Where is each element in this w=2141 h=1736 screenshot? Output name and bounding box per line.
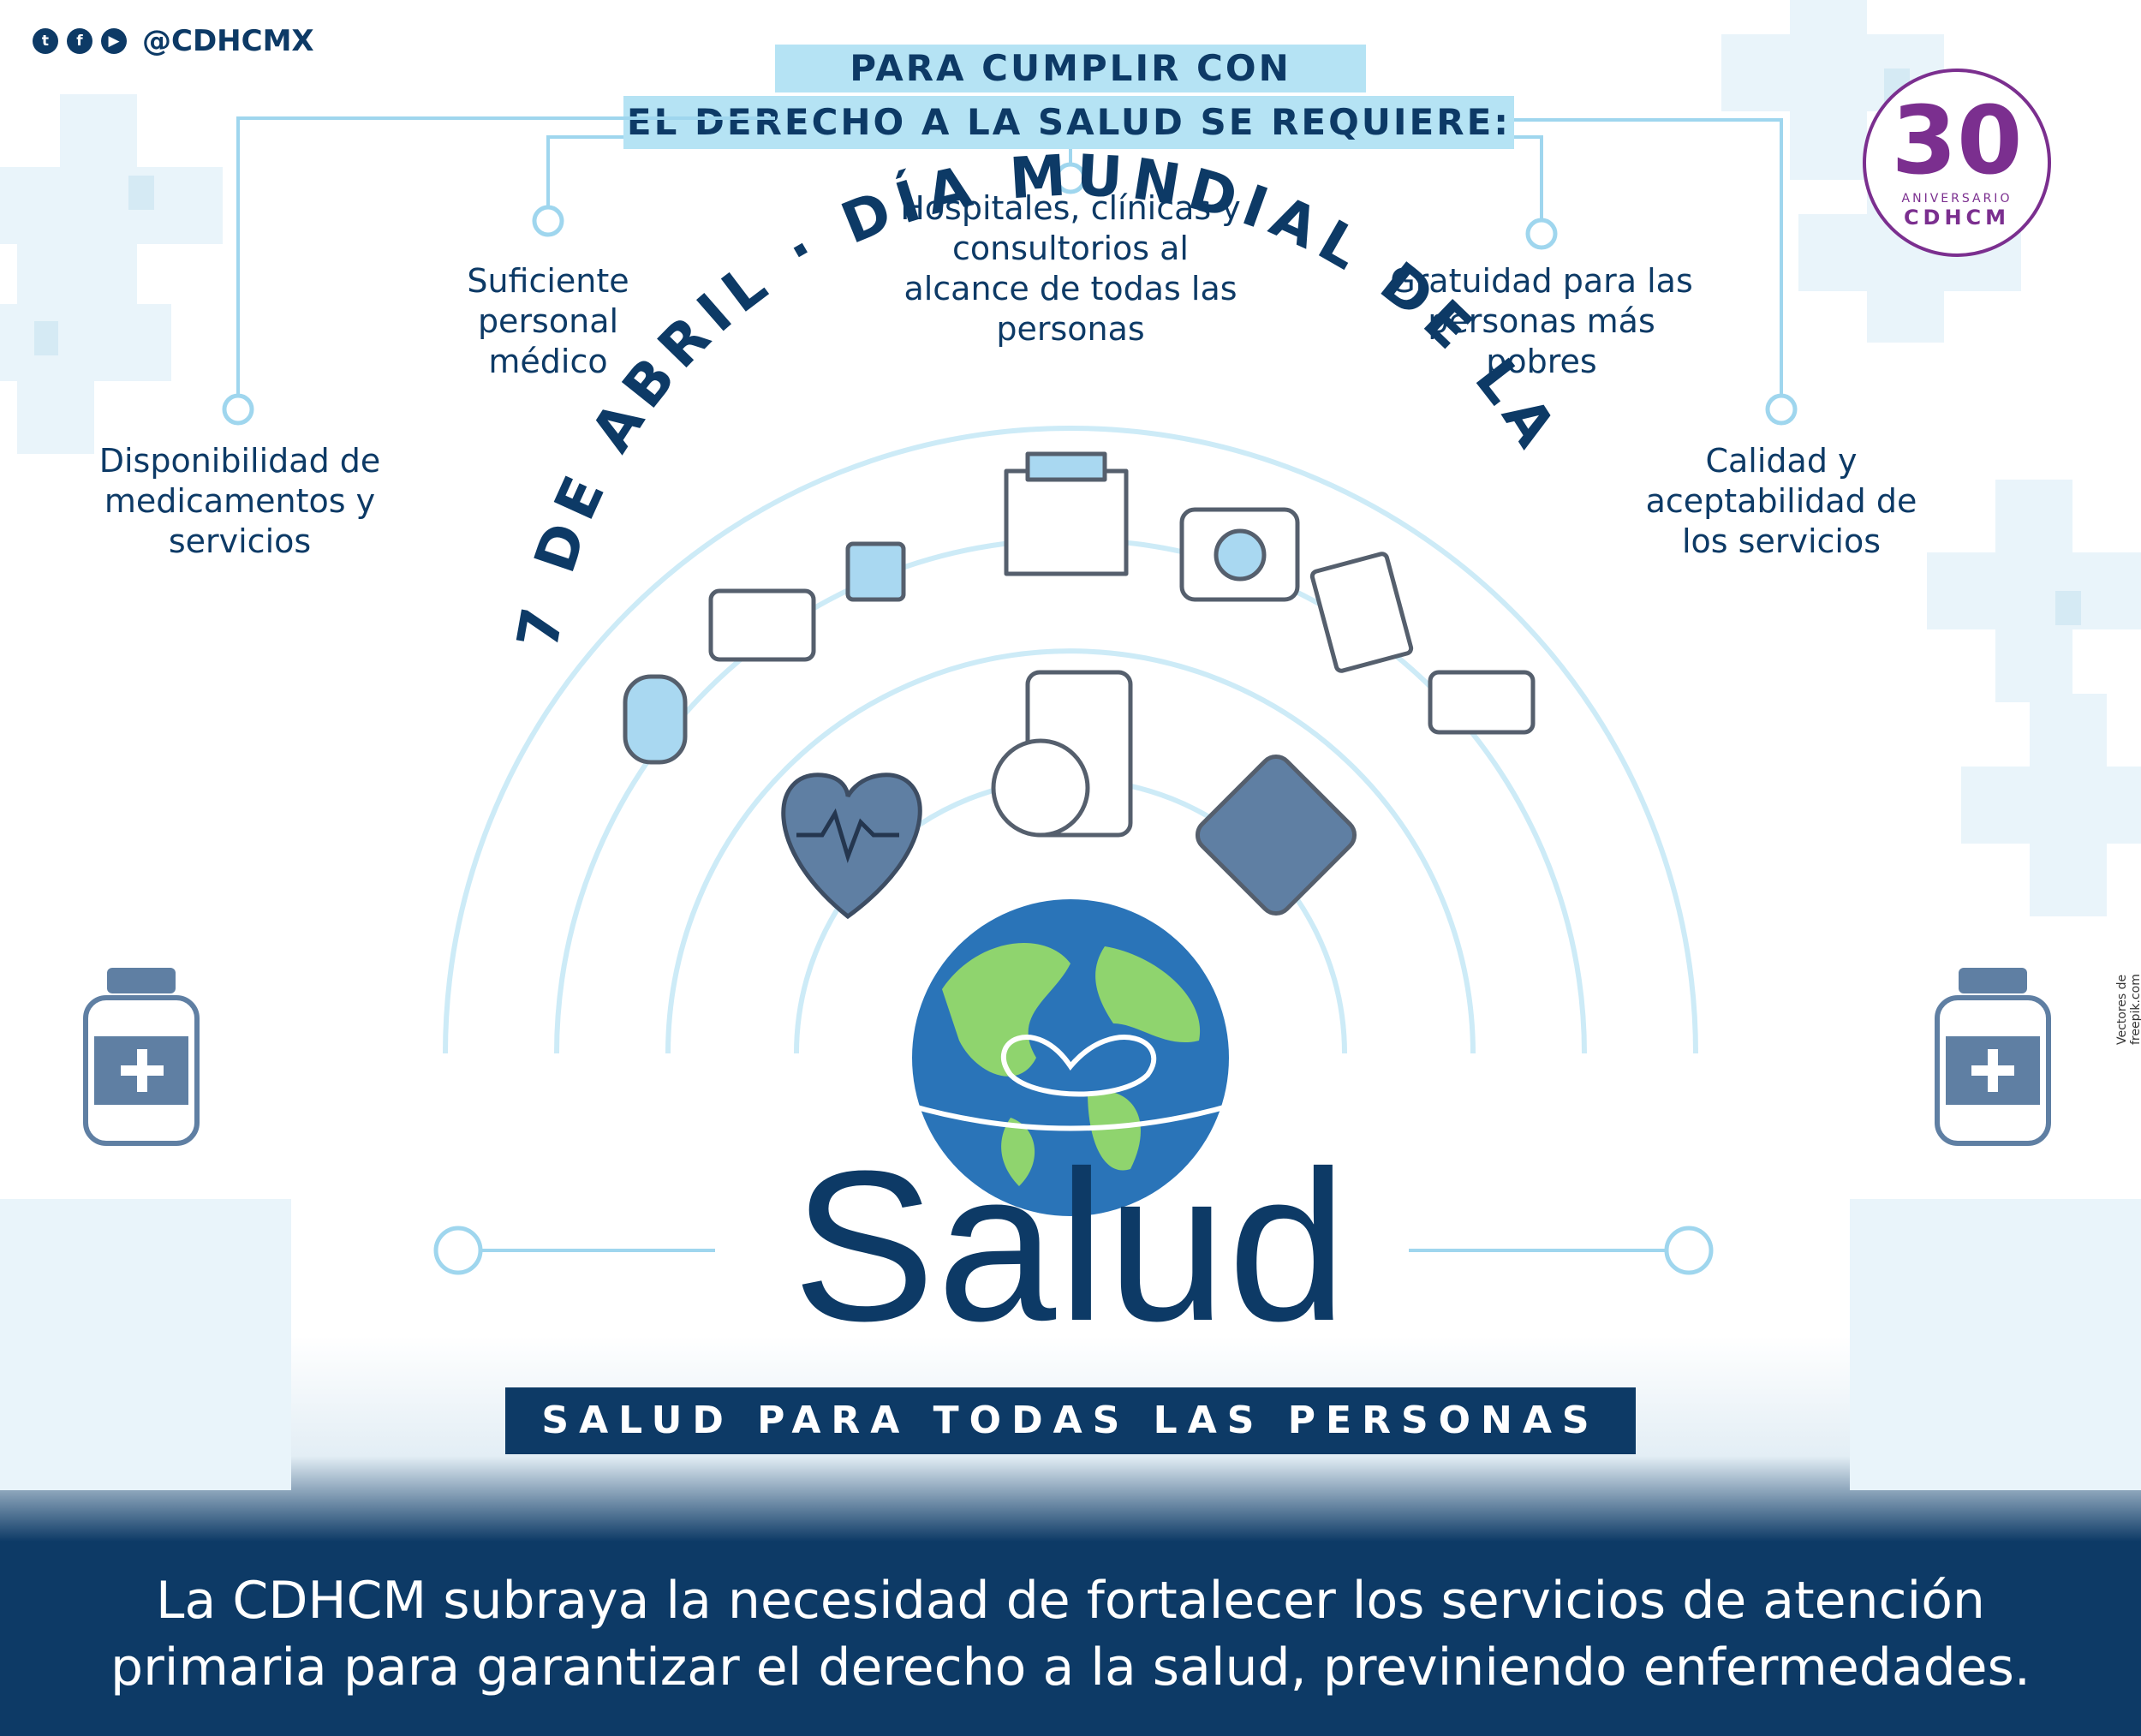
globe-icon <box>908 899 1233 1216</box>
salud-heading: Salud <box>792 1126 1349 1365</box>
health-icons <box>83 451 2051 1146</box>
requirement-personal: Suficiente personal médico <box>467 262 629 380</box>
tagline-bar: SALUD PARA TODAS LAS PERSONAS <box>505 1387 1636 1454</box>
connector-lines <box>222 116 1798 426</box>
salud-side-connectors <box>433 1226 1714 1275</box>
social-handle[interactable]: @CDHCMX <box>142 24 314 58</box>
twitter-icon[interactable]: t <box>33 28 58 54</box>
facebook-icon[interactable]: f <box>67 28 92 54</box>
social-links: t f ▶ @CDHCMX <box>33 24 314 58</box>
requirement-gratuidad: Gratuidad para las personas más pobres <box>1390 262 1693 380</box>
logo-number: 30 <box>1891 86 2023 195</box>
anniversary-logo: 30 ANIVERSARIO CDHCM <box>1863 69 2051 257</box>
logo-line1: ANIVERSARIO <box>1901 192 2013 206</box>
requirement-calidad: Calidad y aceptabilidad de los servicios <box>1645 442 1917 560</box>
title-line2: EL DERECHO A LA SALUD SE REQUIERE: <box>626 101 1512 143</box>
title-line1: PARA CUMPLIR CON <box>850 47 1291 89</box>
title-box-bottom <box>623 96 1514 149</box>
credit-text: Vectores de freepik.com <box>2115 974 2141 1045</box>
title-box-top <box>775 45 1366 92</box>
youtube-icon[interactable]: ▶ <box>101 28 127 54</box>
footer-text: La CDHCM subraya la necesidad de fortale… <box>110 1571 2031 1697</box>
requirement-medicamentos: Disponibilidad de medicamentos y servici… <box>98 442 381 560</box>
logo-line2: CDHCM <box>1903 206 2011 230</box>
requirement-hospitales: Hospitales, clínicas y consultorios al a… <box>900 189 1241 348</box>
